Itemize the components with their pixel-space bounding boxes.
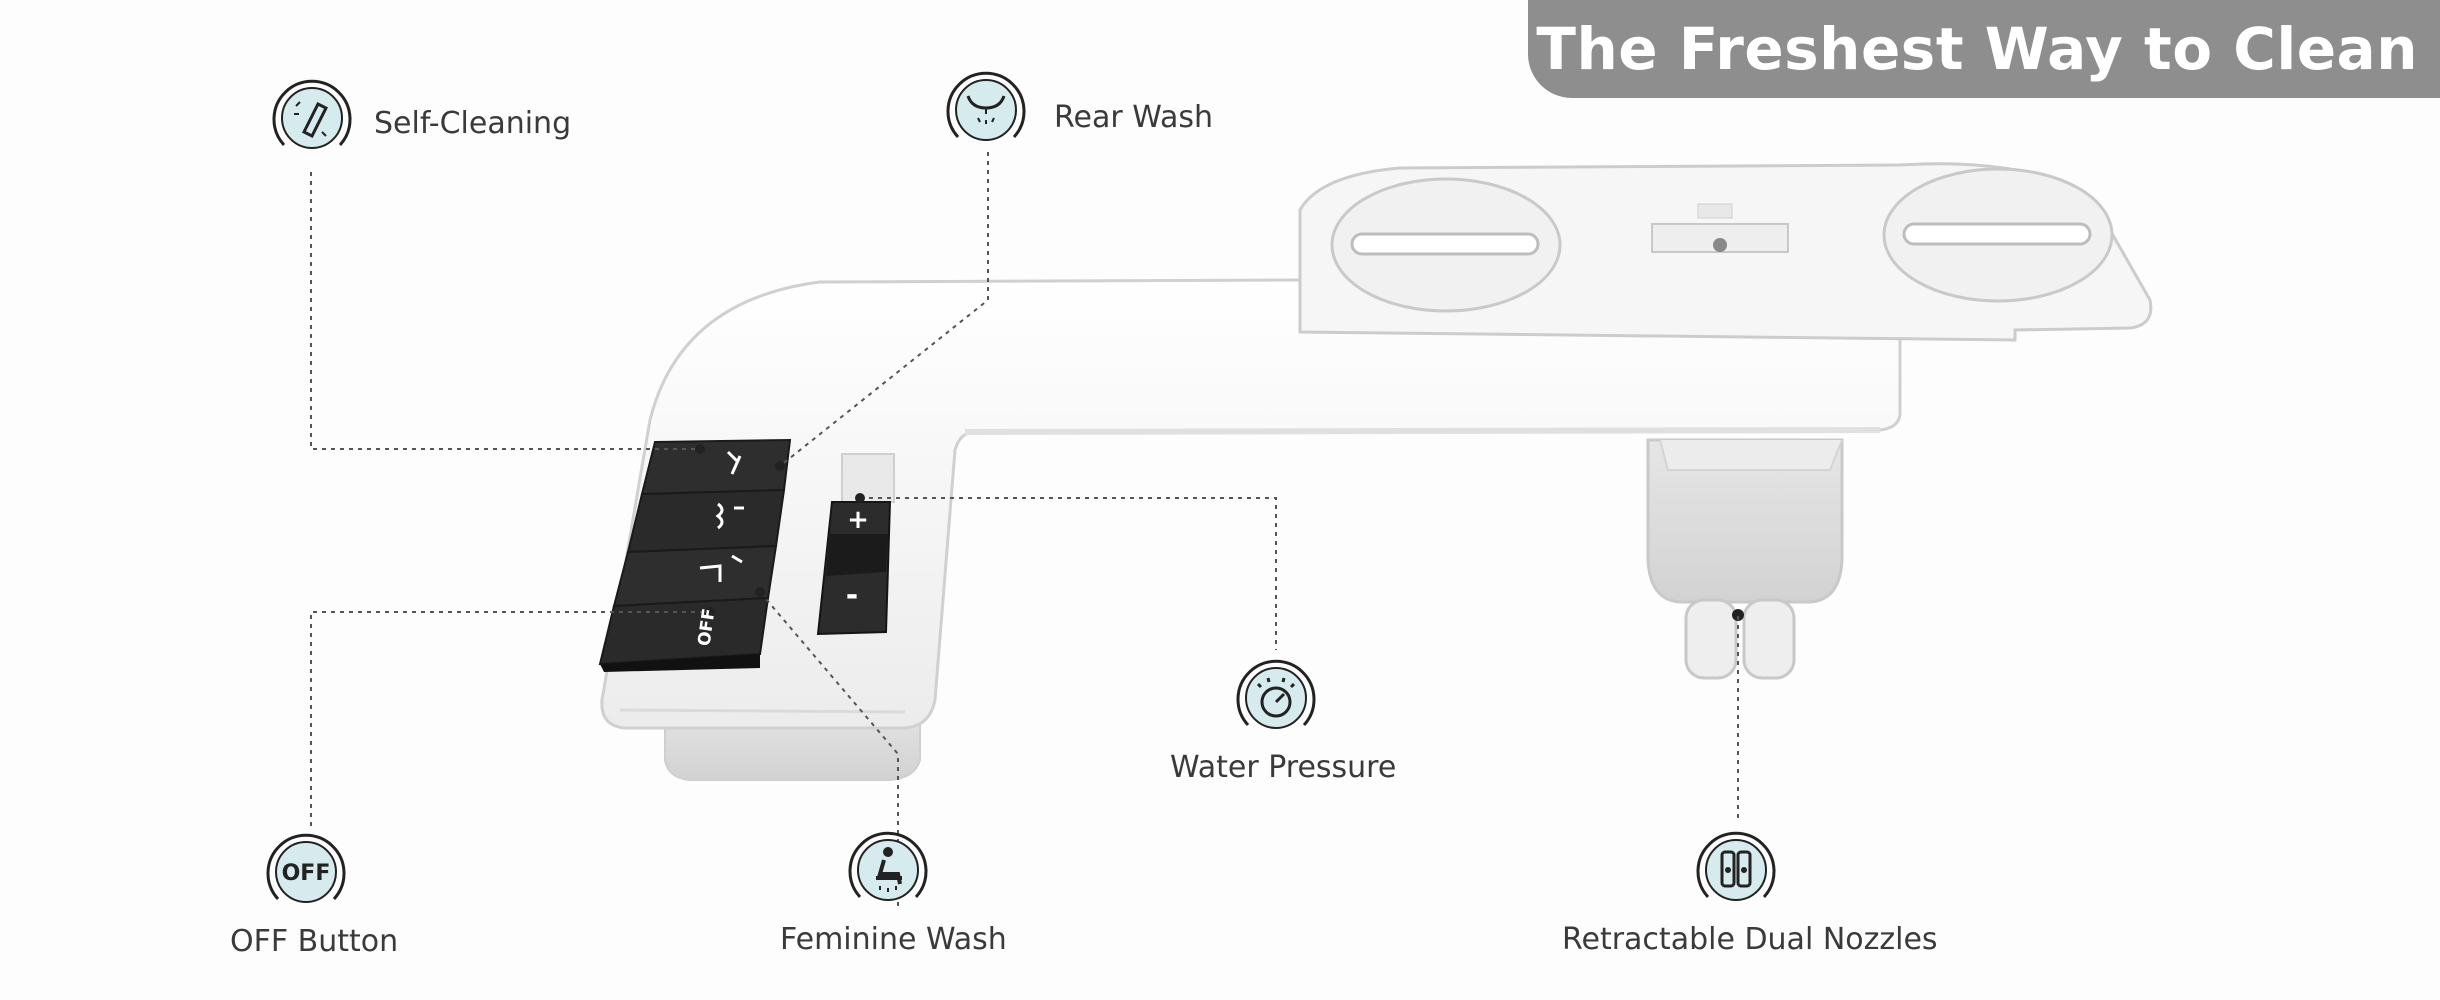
leader-dots <box>695 444 865 617</box>
slider-plus-label: + <box>847 505 869 535</box>
nozzle-housing <box>1646 438 1844 680</box>
mounting-plate <box>600 278 1902 730</box>
self-cleaning-label: Self-Cleaning <box>374 106 572 141</box>
dual-nozzles-icon <box>1688 822 1784 918</box>
control-buttons <box>598 438 792 672</box>
headline-text: The Freshest Way to Clean <box>1536 15 2418 83</box>
water-pressure-label: Water Pressure <box>1170 750 1397 785</box>
rear-wash-icon <box>938 62 1034 158</box>
off-button-icon: OFF <box>258 824 354 920</box>
off-icon-text: OFF <box>282 861 331 886</box>
pressure-slider <box>816 453 895 636</box>
rear-wash-label: Rear Wash <box>1054 100 1213 135</box>
slider-minus-label: - <box>846 578 858 613</box>
headline-banner: The Freshest Way to Clean <box>1528 0 2440 98</box>
feminine-wash-label: Feminine Wash <box>780 922 1007 957</box>
self-cleaning-icon <box>264 70 360 166</box>
dual-nozzles-label: Retractable Dual Nozzles <box>1562 922 1938 957</box>
off-button-label: OFF Button <box>230 924 399 959</box>
water-pressure-icon <box>1228 650 1324 746</box>
rear-bracket <box>1298 162 2153 342</box>
leader-lines <box>310 152 1739 906</box>
feminine-wash-icon <box>840 822 936 918</box>
